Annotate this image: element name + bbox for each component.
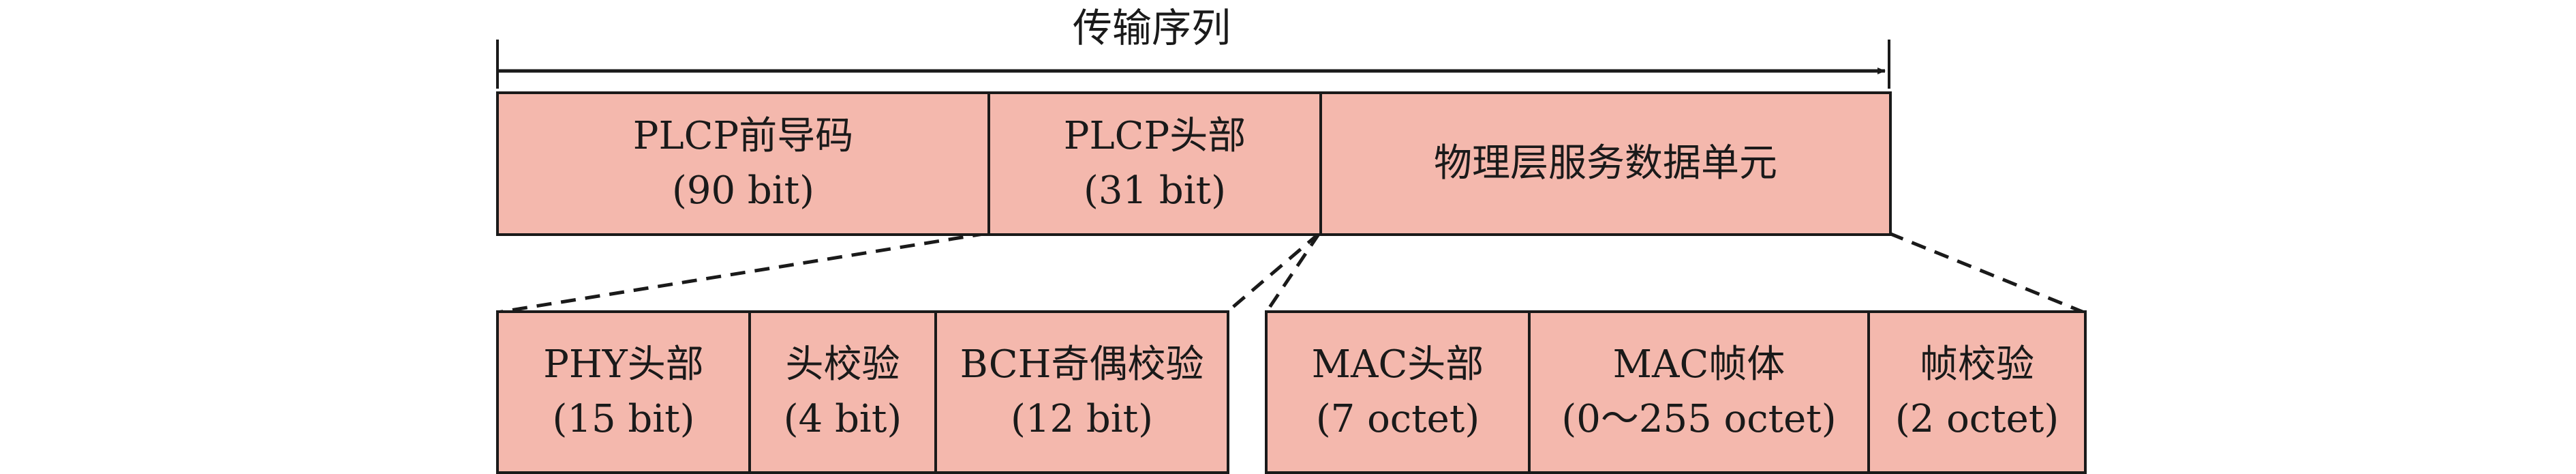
header-check-box: 头校验 (4 bit) <box>748 310 937 474</box>
phy-header-size: (15 bit) <box>552 397 695 441</box>
plcp-header-label: PLCP头部 <box>1063 114 1246 159</box>
psdu-box: 物理层服务数据单元 <box>1319 91 1892 236</box>
expand-line-psdu-left <box>1264 232 1321 314</box>
header-check-size: (4 bit) <box>783 397 902 441</box>
expand-line-plcp-header-left <box>497 231 988 314</box>
phy-header-box: PHY头部 (15 bit) <box>496 310 751 474</box>
mac-frame-body-size: (0～255 octet) <box>1561 397 1837 441</box>
plcp-preamble-label: PLCP前导码 <box>632 114 854 159</box>
bch-parity-box: BCH奇偶校验 (12 bit) <box>934 310 1229 474</box>
plcp-header-size: (31 bit) <box>1083 168 1226 213</box>
plcp-preamble-size: (90 bit) <box>671 168 814 213</box>
phy-header-label: PHY头部 <box>543 342 704 387</box>
header-check-label: 头校验 <box>785 342 900 387</box>
bch-parity-size: (12 bit) <box>1010 397 1153 441</box>
fcs-size: (2 octet) <box>1895 397 2059 441</box>
bch-parity-label: BCH奇偶校验 <box>960 342 1204 387</box>
plcp-preamble-box: PLCP前导码 (90 bit) <box>496 91 990 236</box>
mac-header-size: (7 octet) <box>1315 397 1480 441</box>
mac-header-label: MAC头部 <box>1311 342 1484 387</box>
fcs-label: 帧校验 <box>1920 342 2034 387</box>
fcs-box: 帧校验 (2 octet) <box>1867 310 2087 474</box>
diagram-title: 传输序列 <box>1072 5 1231 51</box>
expand-line-psdu-right <box>1888 231 2085 314</box>
mac-frame-body-box: MAC帧体 (0～255 octet) <box>1528 310 1870 474</box>
mac-header-box: MAC头部 (7 octet) <box>1265 310 1531 474</box>
plcp-header-box: PLCP头部 (31 bit) <box>987 91 1322 236</box>
mac-frame-body-label: MAC帧体 <box>1612 342 1785 387</box>
expand-line-plcp-header-right <box>1225 232 1321 314</box>
psdu-label: 物理层服务数据单元 <box>1434 141 1777 186</box>
